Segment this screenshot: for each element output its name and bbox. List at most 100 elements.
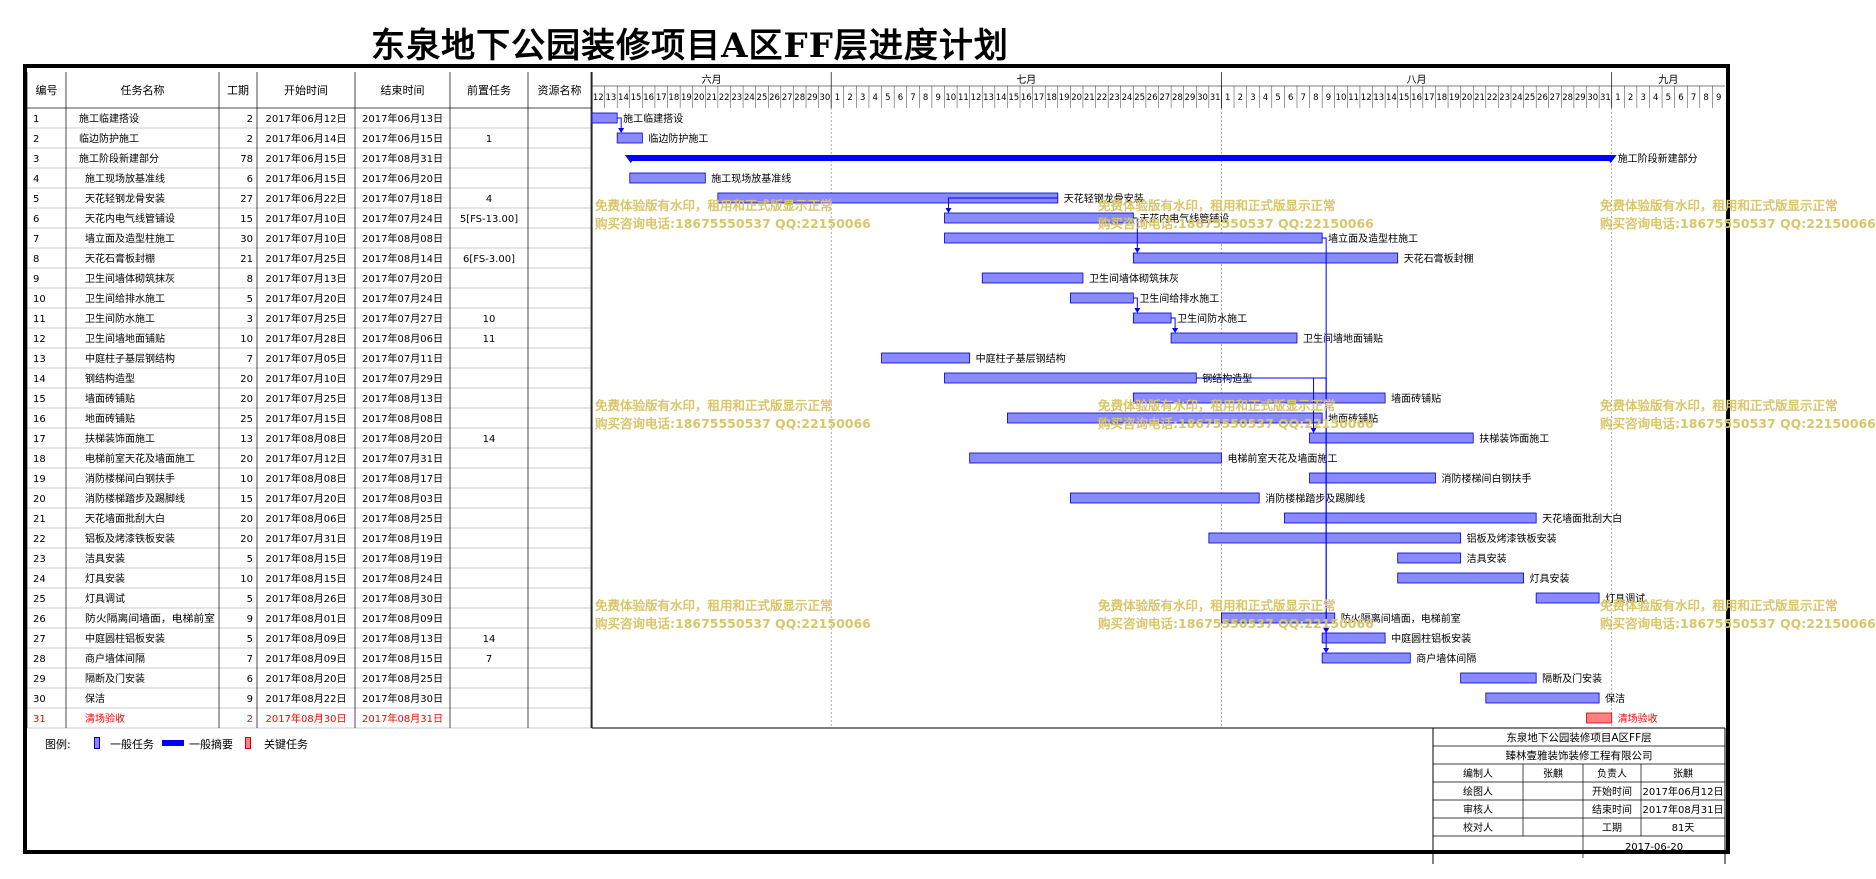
watermark-line-2: 购买咨询电话:18675550537 QQ:22150066 [1600,216,1876,231]
watermark-line-1: 免费体验版有水印，租用和正式版显示正常 [1098,198,1336,213]
table-cell-id: 7 [33,234,39,245]
table-cell-end: 2017年08月31日 [362,152,443,165]
day-label: 18 [1436,93,1447,103]
task-bar-label: 防火隔离间墙面，电梯前室 [1341,612,1461,625]
table-cell-end: 2017年08月20日 [362,432,443,445]
table-cell-end: 2017年06月20日 [362,172,443,185]
table-cell-id: 5 [33,194,39,205]
day-label: 6 [1678,93,1683,103]
column-header: 任务名称 [121,83,165,97]
table-cell-start: 2017年07月10日 [266,212,347,225]
task-bar [881,352,971,364]
footer-cell: 2017年08月31日 [1643,803,1724,816]
day-label: 26 [769,93,780,103]
table-cell-start: 2017年07月10日 [266,232,347,245]
month-label: 八月 [1407,74,1427,86]
day-label: 30 [1197,93,1208,103]
chart-frame [23,64,1730,854]
table-cell-end: 2017年07月27日 [362,312,443,325]
task-bar-label: 天花内电气线管铺设 [1139,212,1229,225]
day-label: 27 [1550,93,1561,103]
day-label: 28 [1172,93,1183,103]
table-cell-duration: 20 [240,514,253,525]
table-cell-start: 2017年07月20日 [266,292,347,305]
day-label: 21 [706,93,717,103]
table-cell-end: 2017年08月24日 [362,572,443,585]
table-cell-duration: 9 [247,694,253,705]
summary-start-cap [624,155,637,163]
table-cell-start: 2017年07月10日 [266,372,347,385]
table-cell-duration: 5 [247,554,253,565]
legend-title: 图例: [45,738,71,751]
day-label: 14 [618,93,629,103]
day-label: 30 [819,93,830,103]
table-cell-duration: 10 [240,334,253,345]
day-label: 26 [1537,93,1548,103]
day-label: 5 [1666,93,1671,103]
day-label: 27 [1159,93,1170,103]
table-cell-start: 2017年07月25日 [266,312,347,325]
table-cell-id: 19 [33,474,46,485]
table-cell-start: 2017年08月30日 [266,712,347,725]
task-bar [1309,472,1436,484]
table-cell-name: 天花墙面批刮大白 [85,512,165,525]
task-bar-label: 商户墙体间隔 [1416,652,1476,665]
day-label: 24 [1512,93,1523,103]
table-cell-name: 卫生间墙地面铺贴 [85,332,165,345]
table-cell-duration: 10 [240,574,253,585]
task-bar [1321,652,1411,664]
table-cell-duration: 3 [247,314,253,325]
table-cell-id: 23 [33,554,46,565]
footer-cell: 编制人 [1463,767,1493,780]
watermark-line-2: 购买咨询电话:18675550537 QQ:22150066 [1600,416,1876,431]
table-cell-predecessor: 14 [483,434,496,445]
month-label: 六月 [702,74,722,86]
day-label: 1 [835,93,840,103]
table-cell-name: 施工临建搭设 [79,112,139,125]
table-cell-end: 2017年07月31日 [362,452,443,465]
table-cell-end: 2017年07月11日 [362,352,443,365]
table-cell-id: 18 [33,454,46,465]
day-label: 13 [1373,93,1384,103]
table-cell-predecessor: 14 [483,634,496,645]
task-bar-label: 天花轻钢龙骨安装 [1064,192,1144,205]
day-label: 25 [1134,93,1145,103]
table-cell-duration: 5 [247,634,253,645]
day-label: 15 [631,93,642,103]
day-label: 2 [1238,93,1243,103]
table-cell-start: 2017年07月25日 [266,392,347,405]
task-bar [1170,332,1298,344]
day-label: 7 [1691,93,1696,103]
table-cell-end: 2017年06月13日 [362,112,443,125]
legend-critical-icon [245,736,251,749]
legend-summary-label: 一般摘要 [189,738,233,751]
watermark-line-2: 购买咨询电话:18675550537 QQ:22150066 [1600,616,1876,631]
day-label: 14 [1386,93,1397,103]
day-label: 6 [898,93,903,103]
day-label: 21 [1474,93,1485,103]
column-header: 前置任务 [467,83,511,97]
table-cell-duration: 2 [247,134,253,145]
day-label: 29 [807,93,818,103]
task-bar-label: 铝板及烤漆铁板安装 [1467,532,1557,545]
table-cell-start: 2017年08月09日 [266,652,347,665]
footer-company: 臻林壹雅装饰装修工程有限公司 [1506,749,1653,762]
table-cell-predecessor: 1 [486,134,492,145]
table-cell-id: 11 [33,314,46,325]
day-label: 4 [873,93,878,103]
column-header: 开始时间 [284,83,328,97]
dependency-link [617,117,622,129]
task-bar [1069,292,1134,304]
day-label: 18 [1046,93,1057,103]
table-cell-id: 16 [33,414,46,425]
table-cell-end: 2017年08月03日 [362,492,443,505]
task-bar [616,132,643,144]
task-bar-label: 扶梯装饰面施工 [1479,432,1549,445]
day-label: 20 [1462,93,1473,103]
table-cell-predecessor: 7 [486,654,492,665]
day-label: 25 [757,93,768,103]
table-cell-duration: 25 [240,414,253,425]
task-bar-label: 保洁 [1605,692,1625,705]
dependency-arrow [1134,248,1141,253]
legend-normal-label: 一般任务 [110,738,154,751]
